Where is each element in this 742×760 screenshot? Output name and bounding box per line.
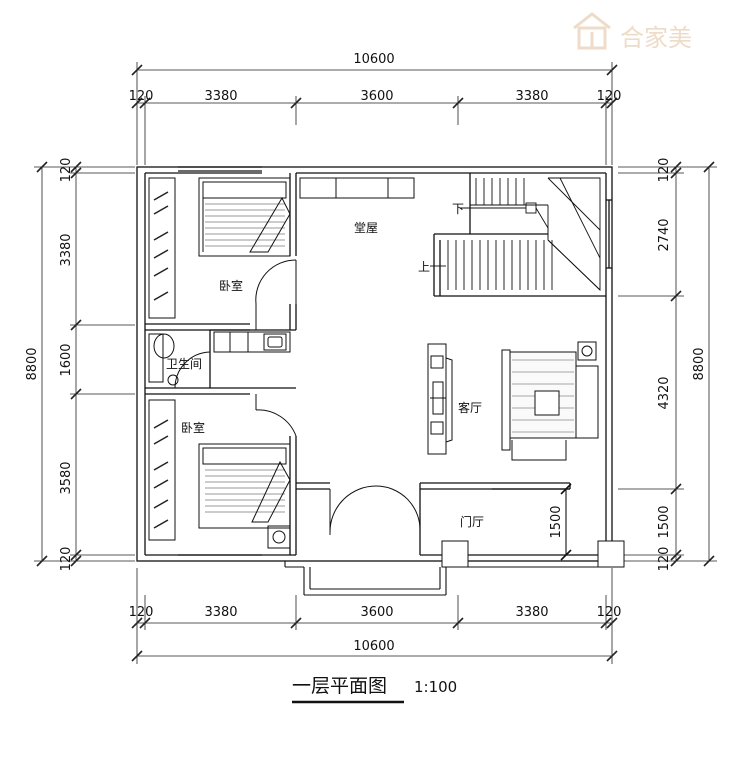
dim-top-seg-2: 3380 bbox=[204, 89, 237, 104]
dim-bottom-seg-3: 3600 bbox=[360, 605, 393, 620]
stair-up-label: 上 bbox=[418, 260, 430, 274]
staircase bbox=[430, 177, 601, 292]
label-bathroom: 卫生间 bbox=[166, 357, 202, 371]
dimension-right bbox=[618, 161, 717, 567]
label-bedroom-bottom: 卧室 bbox=[181, 420, 205, 435]
drawing-scale: 1:100 bbox=[414, 678, 457, 696]
dim-top-total: 10600 bbox=[353, 52, 394, 67]
dim-left-total: 8800 bbox=[25, 347, 40, 380]
dim-right-seg-3: 4320 bbox=[657, 376, 672, 409]
dim-left-seg-2: 3380 bbox=[59, 233, 74, 266]
label-bedroom-top: 卧室 bbox=[219, 278, 243, 293]
hall-cabinet bbox=[299, 177, 415, 199]
dim-right-seg-2: 2740 bbox=[657, 218, 672, 251]
dim-porch-depth: 1500 bbox=[549, 505, 564, 538]
wall-fills bbox=[441, 540, 625, 568]
drawing-title: 一层平面图 bbox=[292, 675, 387, 697]
dim-left-seg-5: 120 bbox=[59, 547, 74, 572]
dim-top-seg-5: 120 bbox=[597, 89, 622, 104]
dim-left-seg-4: 3580 bbox=[59, 461, 74, 494]
doors bbox=[174, 259, 421, 535]
bed-top bbox=[148, 177, 291, 319]
label-living-room: 客厅 bbox=[458, 400, 482, 415]
dim-bottom-seg-1: 120 bbox=[129, 605, 154, 620]
porch bbox=[284, 483, 598, 596]
watermark: 合家美 bbox=[573, 12, 692, 52]
dim-right-seg-5: 120 bbox=[657, 547, 672, 572]
dim-bottom-total: 10600 bbox=[353, 639, 394, 654]
dim-left-seg-3: 1600 bbox=[59, 343, 74, 376]
dim-right-seg-4: 1500 bbox=[657, 505, 672, 538]
label-foyer: 门厅 bbox=[460, 514, 484, 529]
dimension-top bbox=[131, 62, 618, 165]
dimension-bottom bbox=[131, 568, 618, 664]
house-logo-icon bbox=[573, 12, 611, 50]
dim-top-seg-3: 3600 bbox=[360, 89, 393, 104]
dimension-left bbox=[34, 161, 135, 567]
dim-right-seg-1: 120 bbox=[657, 158, 672, 183]
bed-bottom bbox=[148, 399, 291, 549]
dim-bottom-seg-2: 3380 bbox=[204, 605, 237, 620]
sofa-set bbox=[501, 341, 599, 461]
tv-cabinet bbox=[427, 343, 453, 455]
stair-down-label: 下 bbox=[452, 202, 464, 216]
dim-right-total: 8800 bbox=[692, 347, 707, 380]
dim-top-seg-1: 120 bbox=[129, 89, 154, 104]
label-main-hall: 堂屋 bbox=[354, 221, 378, 235]
dim-top-seg-4: 3380 bbox=[515, 89, 548, 104]
bathroom-fixtures bbox=[148, 331, 291, 386]
dim-left-seg-1: 120 bbox=[59, 158, 74, 183]
dim-bottom-seg-4: 3380 bbox=[515, 605, 548, 620]
dim-bottom-seg-5: 120 bbox=[597, 605, 622, 620]
watermark-text: 合家美 bbox=[620, 24, 692, 52]
